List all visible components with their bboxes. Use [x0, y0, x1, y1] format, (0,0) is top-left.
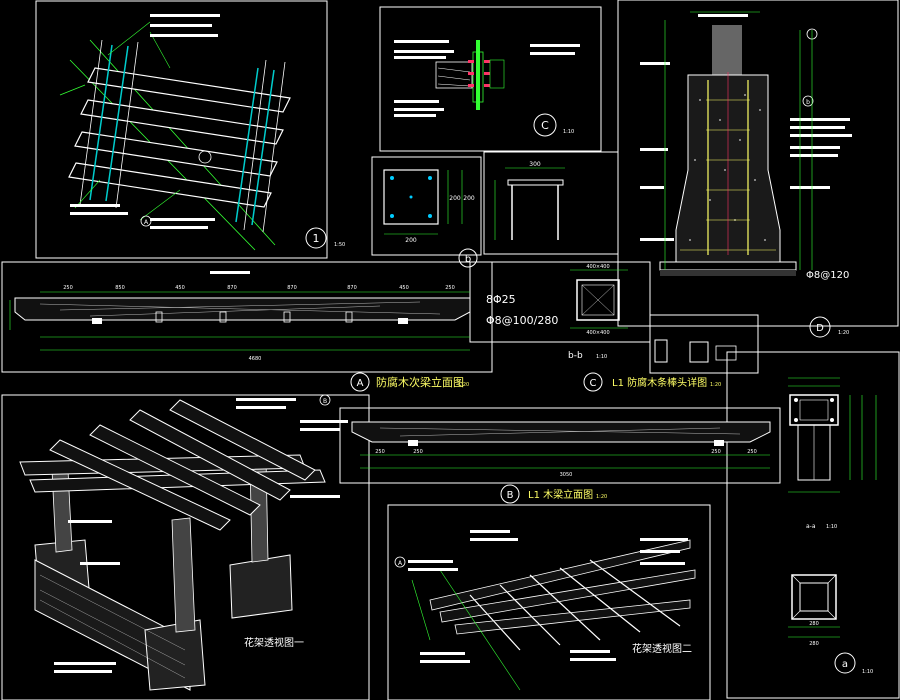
footing-scale: 1:20: [838, 330, 849, 336]
elev-a-bubble: A: [357, 378, 364, 389]
top-plan-scale: 1:50: [334, 242, 345, 248]
panel-bb-section: 200 200 200 b: [383, 169, 478, 268]
elev-a-dim-3: 450: [175, 285, 185, 291]
elev-a-dim-7: 450: [399, 285, 409, 291]
panel-perspective-1: B 花架透视图一: [19, 394, 348, 691]
elev-a-dim-8: 250: [445, 285, 455, 291]
aa-bubble: a: [842, 659, 848, 670]
elev-a-dim-6: 870: [347, 285, 357, 291]
elev-a-dim-4: 870: [227, 285, 237, 291]
elev-a-dim-2: 850: [115, 285, 125, 291]
bb-dim-3: 200: [463, 195, 475, 202]
elev-a-title: 防腐木次梁立面图: [376, 375, 464, 389]
bb-center-scale: 1:10: [596, 354, 607, 360]
bb-dim-1: 200: [405, 237, 417, 244]
aa-scale: 1:10: [826, 524, 837, 530]
panel-detail-c: C 1:10: [394, 40, 580, 137]
detail-c-bubble: C: [541, 119, 549, 132]
bb-center-rebar-main: 8Φ25: [486, 293, 516, 306]
panel-post-side: 300: [494, 161, 565, 240]
detail-c-scale: 1:10: [563, 129, 574, 135]
bb-bubble: b: [465, 254, 471, 265]
panel-perspective-2: A 花架透视图二: [394, 530, 696, 691]
detail-ref-bubble: C: [590, 378, 597, 389]
elev-a-scale: 1:20: [458, 382, 469, 388]
panel-elevation-a: 250 850 450 870 870 870 450 250 4680 A 防…: [9, 271, 471, 392]
panel-bb-center: 400×400 400×400 8Φ25 Φ8@100/280 b-b 1:10: [486, 264, 737, 363]
persp1-callout: B: [323, 398, 327, 405]
persp2-callout: A: [398, 560, 403, 567]
bb-center-dim-bottom: 400×400: [586, 330, 609, 336]
panel-footing-d: b Φ8@120 D 1:20: [640, 11, 852, 338]
top-plan-callout-a: A: [144, 219, 149, 226]
elev-b-dim-1: 250: [375, 449, 385, 455]
panel-right-aa: a-a 1:10 280 280 a 1:10: [788, 377, 877, 675]
detail-ref-scale: 1:20: [710, 382, 721, 388]
footing-bubble: D: [816, 323, 824, 334]
aa-title: a-a: [806, 523, 816, 530]
elev-b-title: L1 木梁立面图: [528, 488, 593, 501]
aa-dim-1: 280: [809, 621, 819, 627]
elev-b-dim-4: 250: [747, 449, 757, 455]
bb-center-title: b-b: [568, 351, 583, 361]
elev-a-total: 4680: [249, 356, 262, 362]
elev-b-scale: 1:20: [596, 494, 607, 500]
persp1-title: 花架透视图一: [244, 636, 304, 649]
post-side-dim: 300: [529, 161, 541, 168]
bb-center-rebar-stirrup: Φ8@100/280: [486, 314, 558, 327]
panel-elevation-b: 250 250 250 250 3050 B L1 木梁立面图 1:20: [351, 421, 771, 504]
aa-dim-2: 280: [809, 641, 819, 647]
panel-top-plan: A 1 1:50: [59, 14, 345, 251]
footing-rebar: Φ8@120: [806, 270, 849, 281]
elev-a-dim-1: 250: [63, 285, 73, 291]
top-plan-bubble: 1: [313, 232, 320, 245]
elev-b-dim-2: 250: [413, 449, 423, 455]
detail-ref-title: L1 防腐木条棒头详图: [612, 376, 707, 389]
elev-a-dim-5: 870: [287, 285, 297, 291]
aa-scale-b: 1:10: [862, 669, 873, 675]
bb-dim-2: 200: [449, 195, 461, 202]
elev-b-dim-3: 250: [711, 449, 721, 455]
elev-b-total: 3050: [560, 472, 573, 478]
elev-b-bubble: B: [507, 490, 514, 501]
persp2-title: 花架透视图二: [632, 642, 692, 655]
footing-callout-b: b: [806, 99, 810, 106]
panel-detail-ref: C L1 防腐木条棒头详图 1:20: [583, 372, 721, 392]
bb-center-dim-top: 400×400: [586, 264, 609, 270]
